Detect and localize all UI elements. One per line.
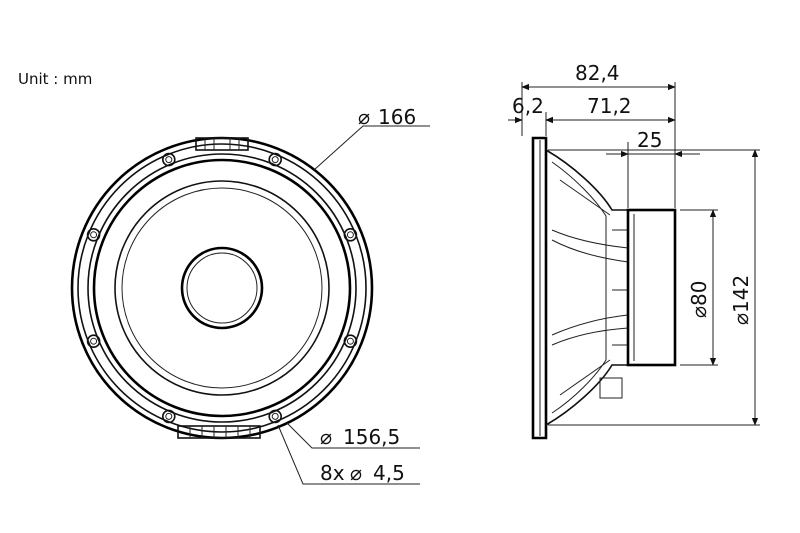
frame-ring-3: [87, 153, 357, 423]
outer-diameter-value: 166: [378, 105, 416, 129]
mounting-hole: [268, 152, 283, 167]
overall-depth-value: 82,4: [575, 61, 620, 85]
mounting-hole-inner: [346, 231, 354, 239]
flange-thickness-value: 6,2: [512, 94, 544, 118]
basket-inner-contour: [551, 161, 607, 414]
mount-diameter-value: 156,5: [343, 425, 400, 449]
mounting-hole-inner: [90, 231, 98, 239]
unit-label: Unit : mm: [18, 70, 92, 88]
magnet-diameter-label: ⌀80: [687, 281, 711, 319]
frame-inner-ring: [92, 158, 352, 418]
mounting-hole: [343, 228, 358, 242]
front-view: ⌀ 166 ⌀ 156,5 8x ⌀ 4,5: [70, 105, 430, 485]
mounting-hole-inner: [165, 156, 173, 164]
surround-inner: [121, 187, 323, 389]
frame-outer-ring: [70, 136, 374, 440]
mounting-hole: [162, 409, 176, 424]
diameter-symbol-156: ⌀: [320, 425, 332, 449]
mounting-hole-inner: [271, 412, 279, 420]
diameter-symbol-45: ⌀: [350, 461, 362, 485]
terminal-tab-top: [195, 137, 249, 151]
mounting-hole-inner: [346, 337, 354, 345]
flange: [531, 136, 548, 440]
holes-count: 8x: [320, 461, 345, 485]
magnet: [626, 208, 677, 367]
mounting-hole-inner: [90, 337, 98, 345]
surround-outer: [114, 180, 330, 396]
magnet-depth-value: 25: [637, 128, 662, 152]
mounting-hole: [86, 334, 101, 349]
mounting-hole: [86, 228, 101, 242]
frame-ring-2: [77, 143, 367, 433]
side-view: 82,4 6,2 71,2 25 ⌀80 ⌀142: [508, 61, 760, 440]
dust-cap-inner: [186, 252, 258, 324]
cutout-diameter-label: ⌀142: [729, 275, 753, 325]
leader-hole-diameter: [277, 424, 420, 485]
mounting-hole-inner: [271, 156, 279, 164]
mounting-hole: [343, 334, 358, 349]
terminal-tab-bottom: [177, 425, 261, 439]
terminal-block: [599, 377, 623, 399]
mounting-hole-inner: [165, 412, 173, 420]
leader-outer-diameter: [313, 125, 430, 171]
leader-mount-diameter: [286, 422, 420, 449]
hole-diameter-value: 4,5: [373, 461, 405, 485]
diameter-symbol-166: ⌀: [358, 105, 370, 129]
mounting-hole: [162, 152, 176, 167]
mounting-holes: [86, 152, 358, 424]
mounting-hole: [268, 409, 283, 424]
body-depth-value: 71,2: [587, 94, 632, 118]
dust-cap-outer: [180, 246, 264, 330]
